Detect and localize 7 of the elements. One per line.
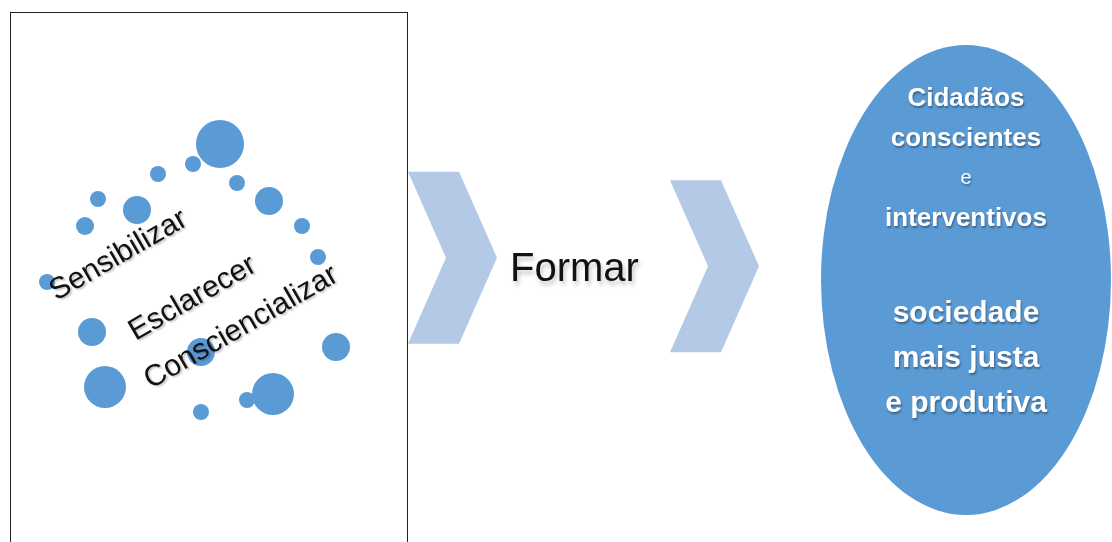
ellipse-text: sociedade mais justa e produtiva	[884, 294, 1048, 420]
chevron-arrow	[670, 180, 759, 353]
ellipse-text: Cidadãos conscientes	[889, 81, 1043, 154]
ellipse-text: e	[959, 165, 973, 190]
chevron-arrow	[408, 171, 497, 344]
ellipse-text: interventivos	[884, 201, 1048, 234]
step-label: Formar	[510, 245, 639, 290]
